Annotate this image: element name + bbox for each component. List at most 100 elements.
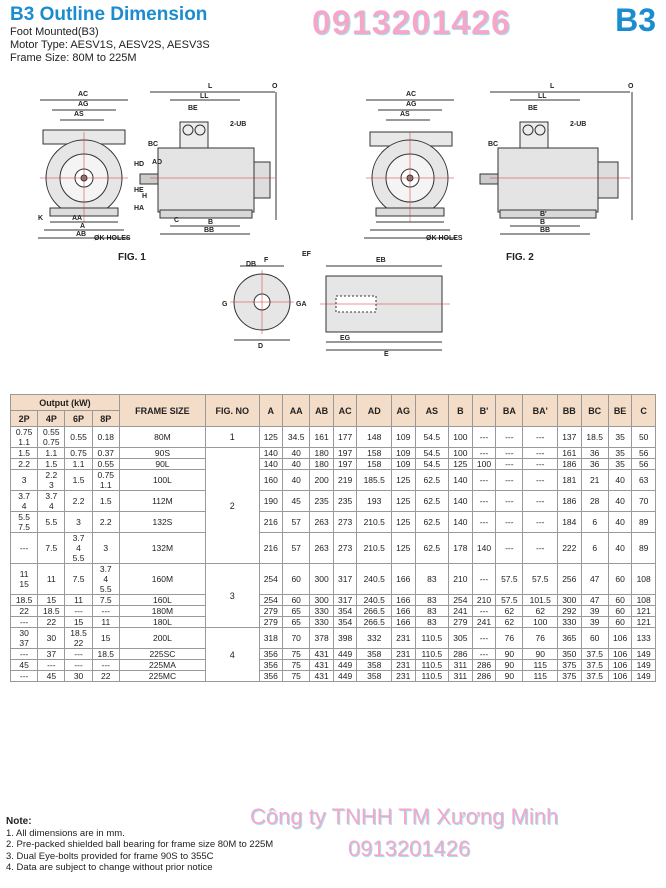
table-cell: 210 [471,594,497,606]
table-cell: 431 [309,670,334,682]
table-cell: 197 [332,447,358,459]
table-cell: 166 [390,594,416,606]
table-cell: 37.5 [580,670,609,682]
table-cell: 18.5 [37,605,66,617]
table-cell: 273 [332,511,358,533]
col-header: C [631,394,656,427]
note-item: 2. Pre-packed shielded ball bearing for … [6,839,274,850]
table-cell: 75 [282,670,311,682]
table-cell: 11 [64,594,93,606]
col-header: BE [607,394,633,427]
table-cell: 149 [631,659,656,671]
table-cell: 300 [309,594,334,606]
table-cell: 0.37 [91,447,120,459]
table-cell: 431 [309,648,334,660]
table-cell: 40 [282,447,311,459]
table-cell: 18.5 [580,426,609,448]
dim-a: A [80,223,85,230]
output-group-header: Output (kW) [10,394,120,411]
table-cell: 356 [258,648,284,660]
table-cell: --- [9,670,39,682]
table-cell: 200 [309,469,334,491]
table-cell: 60 [282,594,311,606]
dim-ag: AG [78,101,89,108]
notes: Note: 1. All dimensions are in mm. 2. Pr… [6,816,273,874]
table-cell: 30 [37,627,66,649]
table-cell: 125 [390,511,416,533]
table-cell: --- [522,447,559,459]
table-cell: 80M [118,426,207,448]
table-cell: 57.5 [495,563,524,595]
table-cell: 378 [309,627,334,649]
table-cell: 60 [607,605,633,617]
table-cell: 121 [631,616,656,628]
table-cell: 101.5 [522,594,559,606]
table-cell: 54.5 [414,447,450,459]
col-header: BA [495,394,524,427]
table-cell: 350 [557,648,582,660]
table-cell: 330 [309,605,334,617]
table-cell: --- [522,490,559,512]
table-cell: 158 [356,447,392,459]
table-cell: 240.5 [356,594,392,606]
table-cell: 210 [448,563,473,595]
table-cell: 180L [118,616,207,628]
table-cell: 241 [471,616,497,628]
table-cell: 112M [118,490,207,512]
table-cell: 311 [448,670,473,682]
table-cell: 40 [607,511,633,533]
col-header: BC [580,394,609,427]
table-cell: 39 [580,616,609,628]
col-header: 6P [64,410,93,427]
phone-watermark-bottom: 0913201426 [348,836,471,861]
table-cell: 15 [91,627,120,649]
table-cell: 332 [356,627,392,649]
table-cell: 200L [118,627,207,649]
dim-be: BE [188,105,198,112]
table-cell: 1.5 [64,469,93,491]
table-cell: 57 [282,511,311,533]
table-cell: 318 [258,627,284,649]
col-header: AB [309,394,334,427]
dim-b: B [208,219,213,226]
dim-h: H [142,193,147,200]
table-cell: 190 [258,490,284,512]
table-cell: 279 [258,616,284,628]
dim-o-2: O [628,83,634,90]
dim-2ub-2: 2-UB [570,121,586,128]
table-cell: --- [495,511,524,533]
table-cell: 83 [414,594,450,606]
table-cell: 35 [607,426,633,448]
dim-d: D [258,343,263,350]
table-cell: 60 [580,627,609,649]
table-cell: 110.5 [414,627,450,649]
table-cell: 109 [390,458,416,470]
table-cell: --- [495,469,524,491]
table-cell: 7.5 [64,563,93,595]
table-cell: 279 [448,616,473,628]
table-cell: 106 [607,670,633,682]
table-cell: 398 [332,627,358,649]
table-cell: 178 [448,532,473,564]
dim-be-2: BE [528,105,538,112]
dim-he: HE [134,187,144,194]
col-header: AG [390,394,416,427]
phone-watermark-top: 0913201426 [312,4,512,42]
table-cell: 354 [332,616,358,628]
table-cell: 149 [631,670,656,682]
table-cell: 2.2 [64,490,93,512]
table-cell: 83 [414,616,450,628]
table-cell: 161 [309,426,334,448]
table-cell: --- [9,532,39,564]
col-header: 2P [9,410,39,427]
table-cell: 45 [9,659,39,671]
